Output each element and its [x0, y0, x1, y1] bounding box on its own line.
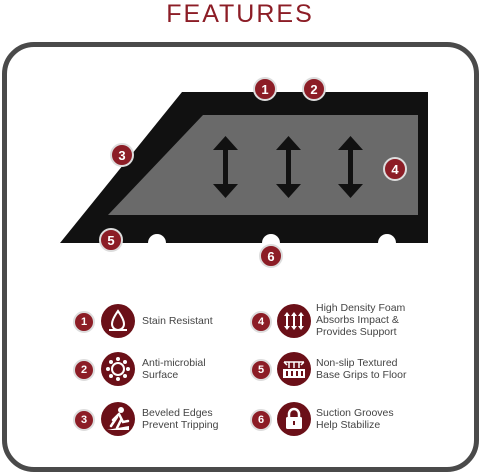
feature-frame [2, 42, 479, 472]
feature-number: 4 [250, 311, 272, 333]
svg-text:3: 3 [118, 148, 125, 163]
feature-label: Non-slip Textured Base Grips to Floor [316, 357, 407, 381]
svg-text:4: 4 [391, 162, 399, 177]
padlock-icon [277, 402, 311, 436]
feature-label: Anti-microbial Surface [142, 357, 206, 381]
svg-text:1: 1 [261, 82, 268, 97]
compression-arrow [276, 136, 301, 198]
suction-groove [262, 234, 280, 243]
feature-label: High Density Foam Absorbs Impact & Provi… [316, 302, 406, 338]
feature-item-anti-microbial: 2 Anti-microbial Surface [73, 350, 233, 390]
textured-base-icon [277, 352, 311, 386]
svg-text:6: 6 [267, 249, 274, 264]
feature-number: 1 [73, 311, 95, 333]
feature-number: 3 [73, 409, 95, 431]
callout-badge-1: 1 [253, 77, 277, 101]
svg-text:5: 5 [107, 233, 114, 248]
feature-number: 5 [250, 359, 272, 381]
page-title: FEATURES [166, 0, 314, 28]
suction-groove [148, 234, 166, 243]
feature-item-non-slip-base: 5 Non-slip Textured Base Grips to Floor [250, 350, 435, 390]
compression-arrow [213, 136, 238, 198]
feature-number: 6 [250, 409, 272, 431]
callout-badge-5: 5 [99, 228, 123, 252]
feature-item-stain-resistant: 1 Stain Resistant [73, 302, 233, 342]
mat-foam-layer [108, 115, 418, 215]
svg-text:2: 2 [310, 82, 317, 97]
feature-item-high-density-foam: 4 High Density Foam Absorbs Impact & Pro… [250, 302, 435, 342]
person-tripping-icon [101, 402, 135, 436]
feature-number: 2 [73, 359, 95, 381]
suction-groove [378, 234, 396, 243]
callout-badge-4: 4 [383, 157, 407, 181]
feature-item-beveled-edges: 3 Beveled Edges Prevent Tripping [73, 400, 233, 440]
callout-badge-2: 2 [302, 77, 326, 101]
callout-badge-6: 6 [259, 244, 283, 268]
microbe-icon [101, 352, 135, 386]
callout-badge-3: 3 [110, 143, 134, 167]
compression-arrows-icon [277, 304, 311, 338]
feature-label: Beveled Edges Prevent Tripping [142, 407, 219, 431]
feature-label: Stain Resistant [142, 315, 213, 327]
feature-label: Suction Grooves Help Stabilize [316, 407, 394, 431]
feature-item-suction-grooves: 6 Suction Grooves Help Stabilize [250, 400, 435, 440]
water-drop-icon [101, 304, 135, 338]
compression-arrow [338, 136, 363, 198]
